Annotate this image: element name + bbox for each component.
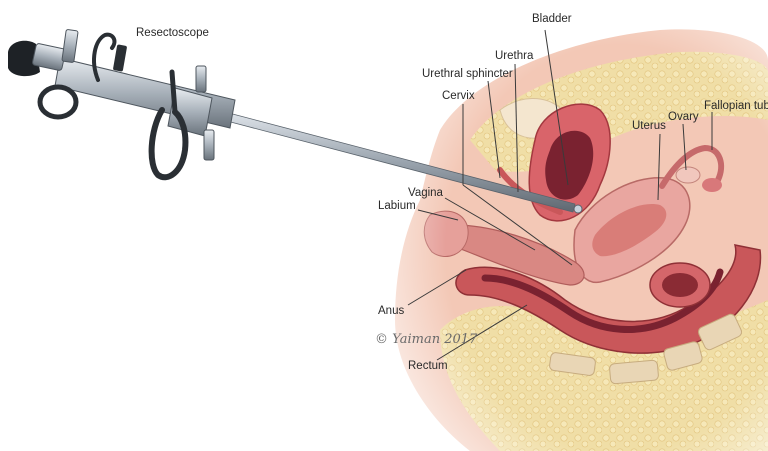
label-cervix: Cervix xyxy=(442,90,475,103)
label-urethra: Urethra xyxy=(495,50,533,63)
label-uterus: Uterus xyxy=(632,120,666,133)
light-post xyxy=(62,29,78,62)
label-fallopian-tube: Fallopian tube xyxy=(704,100,768,113)
label-anus: Anus xyxy=(378,305,404,318)
label-vagina: Vagina xyxy=(408,187,443,200)
top-valve xyxy=(113,44,127,71)
grip-stem xyxy=(172,72,175,112)
label-resectoscope: Resectoscope xyxy=(136,27,209,40)
artist-signature: © Yaiman 2017 xyxy=(375,332,477,347)
label-rectum: Rectum xyxy=(408,360,448,373)
label-bladder: Bladder xyxy=(532,13,572,26)
stopcock-lower xyxy=(204,130,214,160)
label-ovary: Ovary xyxy=(668,111,699,124)
label-labium: Labium xyxy=(378,200,416,213)
label-urethral-sphincter: Urethral sphincter xyxy=(422,68,513,81)
finger-grip xyxy=(152,110,186,177)
thumb-ring xyxy=(40,87,76,117)
resectoscope-tip xyxy=(574,205,582,213)
stopcock-upper xyxy=(196,66,206,92)
